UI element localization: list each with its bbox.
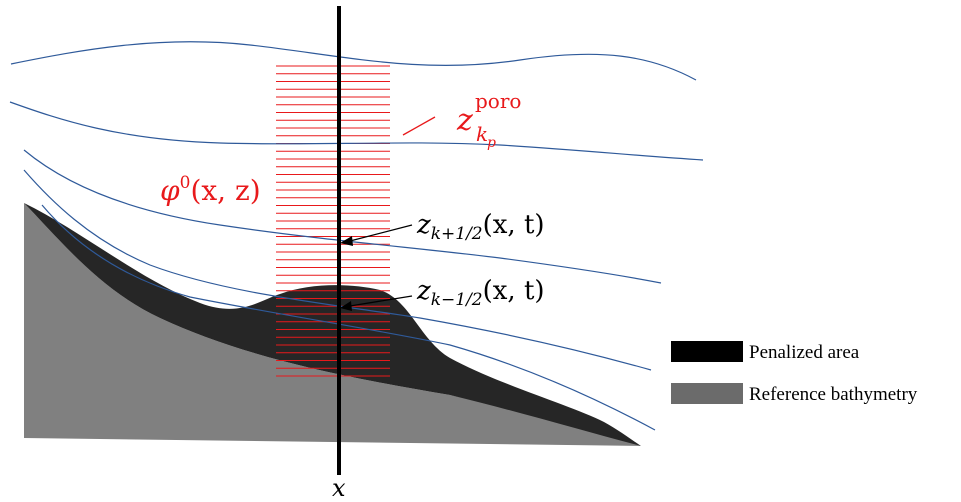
porosity-label: φ0(x, z) — [160, 173, 261, 207]
legend: Penalized area Reference bathymetry — [671, 341, 918, 405]
layer-line-4 — [23, 169, 652, 371]
upper-interface-label: zk+1/2(x, t) — [416, 210, 545, 244]
poro-pointer-line — [402, 116, 436, 136]
poro-level-subscript-p: p — [487, 135, 496, 151]
lower-interface-label: zk−1/2(x, t) — [416, 276, 545, 310]
legend-label-penalized: Penalized area — [749, 342, 860, 363]
legend-swatch-penalized — [671, 341, 743, 362]
layer-line-2 — [9, 101, 704, 161]
poro-level-superscript: poro — [475, 89, 521, 113]
poro-level-label: z — [456, 103, 473, 138]
penalized-area — [24, 203, 641, 446]
annotation-arrows — [340, 116, 436, 311]
legend-swatch-bathymetry — [671, 383, 743, 404]
arrowhead-upper — [340, 236, 353, 246]
porosity-hatch — [276, 65, 390, 377]
arrow-upper-interface — [349, 224, 413, 242]
arrow-lower-interface — [349, 295, 413, 307]
arrowhead-lower — [340, 301, 352, 311]
poro-level-subscript-k: k — [476, 122, 488, 146]
layer-line-5 — [41, 204, 656, 431]
x-axis-label: x — [332, 474, 346, 502]
reference-bathymetry — [24, 203, 641, 446]
legend-label-bathymetry: Reference bathymetry — [749, 384, 918, 405]
layer-line-1 — [10, 41, 697, 81]
